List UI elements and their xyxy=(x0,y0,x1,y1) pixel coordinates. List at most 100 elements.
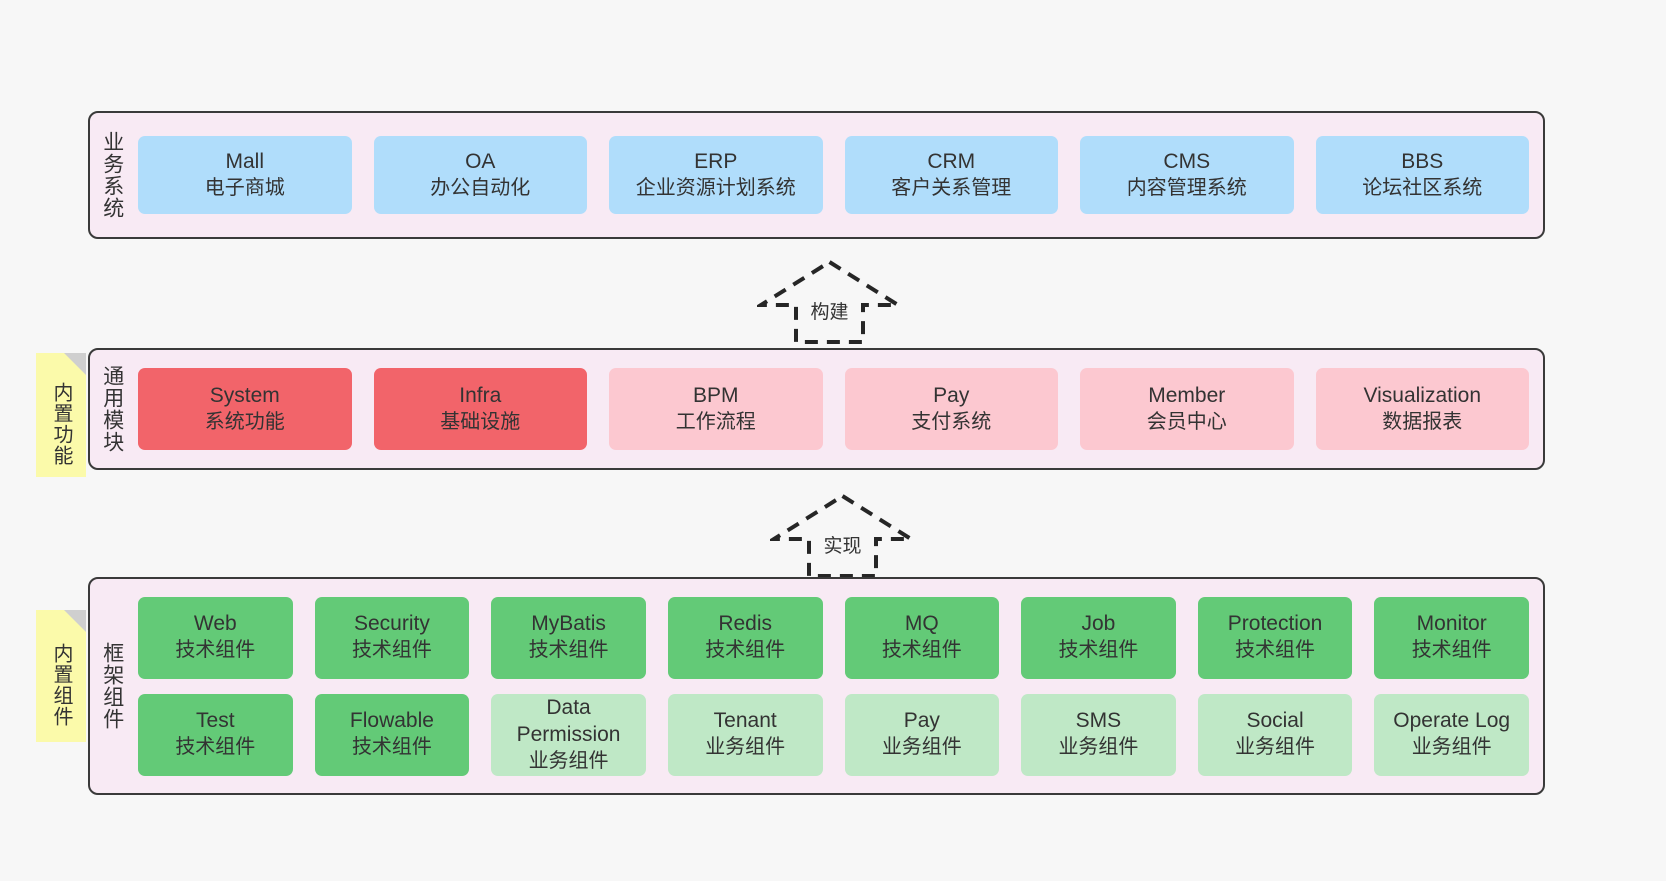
card-subtitle: 技术组件 xyxy=(881,639,962,662)
card-title: Tenant xyxy=(713,709,777,733)
layer-framework-components: 框架组件 Web 技术组件 Security 技术组件 MyBatis 技术组件… xyxy=(88,577,1545,795)
card-grid-modules: System 系统功能 Infra 基础设施 BPM 工作流程 Pay 支付系统… xyxy=(134,350,1543,468)
card-title: OA xyxy=(465,149,496,173)
card-mq[interactable]: MQ 技术组件 xyxy=(844,596,1000,679)
card-operate-log[interactable]: Operate Log 业务组件 xyxy=(1374,693,1529,776)
card-visualization[interactable]: Visualization 数据报表 xyxy=(1315,368,1529,450)
card-bbs[interactable]: BBS 论坛社区系统 xyxy=(1315,136,1529,214)
card-subtitle: 支付系统 xyxy=(911,410,992,433)
card-subtitle: 技术组件 xyxy=(1235,639,1316,662)
card-title: Operate Log xyxy=(1393,709,1511,733)
card-pay-business[interactable]: Pay 业务组件 xyxy=(844,693,1000,776)
card-subtitle: 技术组件 xyxy=(1058,639,1139,662)
card-sms[interactable]: SMS 业务组件 xyxy=(1021,693,1176,776)
card-title: CRM xyxy=(927,149,976,173)
card-title: Infra xyxy=(459,383,502,407)
card-subtitle: 办公自动化 xyxy=(430,176,531,199)
card-subtitle: 基础设施 xyxy=(440,410,521,433)
card-subtitle: 技术组件 xyxy=(1411,639,1492,662)
card-redis[interactable]: Redis 技术组件 xyxy=(667,596,823,679)
card-subtitle: 技术组件 xyxy=(351,639,432,662)
card-title: Visualization xyxy=(1363,383,1482,407)
card-subtitle: 数据报表 xyxy=(1382,410,1463,433)
layer-title-modules: 通用模块 xyxy=(100,365,124,453)
folded-corner-icon xyxy=(64,610,86,632)
card-web[interactable]: Web 技术组件 xyxy=(138,596,293,679)
card-subtitle: 论坛社区系统 xyxy=(1362,176,1483,199)
card-system[interactable]: System 系统功能 xyxy=(138,368,352,450)
layer-title-business: 业务系统 xyxy=(100,131,124,219)
card-oa[interactable]: OA 办公自动化 xyxy=(373,136,587,214)
card-subtitle: 内容管理系统 xyxy=(1126,176,1247,199)
card-subtitle: 系统功能 xyxy=(204,410,285,433)
card-title: Pay xyxy=(933,383,970,407)
card-mybatis[interactable]: MyBatis 技术组件 xyxy=(491,596,646,679)
card-title: Member xyxy=(1148,383,1226,407)
card-subtitle: 业务组件 xyxy=(1411,736,1492,759)
card-grid-business: Mall 电子商城 OA 办公自动化 ERP 企业资源计划系统 CRM 客户关系… xyxy=(134,113,1543,237)
block-arrow-realize-shape xyxy=(770,493,915,578)
card-title: System xyxy=(209,383,280,407)
layer-business-systems: 业务系统 Mall 电子商城 OA 办公自动化 ERP 企业资源计划系统 CRM… xyxy=(88,111,1545,239)
card-subtitle: 业务组件 xyxy=(528,749,609,772)
card-cms[interactable]: CMS 内容管理系统 xyxy=(1080,136,1294,214)
card-subtitle: 技术组件 xyxy=(705,639,786,662)
card-title: BPM xyxy=(692,383,739,407)
card-title: Data Permission xyxy=(516,695,621,746)
card-title: Mall xyxy=(225,149,264,173)
layer-common-modules: 通用模块 System 系统功能 Infra 基础设施 BPM 工作流程 Pay… xyxy=(88,348,1545,470)
card-subtitle: 业务组件 xyxy=(1058,736,1139,759)
sticky-note-label: 内置功能 xyxy=(50,382,72,466)
card-title: ERP xyxy=(694,149,738,173)
card-subtitle: 业务组件 xyxy=(705,736,786,759)
card-title: Pay xyxy=(903,709,940,733)
card-security[interactable]: Security 技术组件 xyxy=(314,596,470,679)
card-title: Security xyxy=(354,612,430,636)
card-pay[interactable]: Pay 支付系统 xyxy=(844,368,1058,450)
card-member[interactable]: Member 会员中心 xyxy=(1080,368,1294,450)
card-tenant[interactable]: Tenant 业务组件 xyxy=(667,693,823,776)
card-title: MQ xyxy=(904,612,939,636)
card-title: BBS xyxy=(1401,149,1444,173)
block-arrow-realize: 实现 xyxy=(770,492,915,580)
card-infra[interactable]: Infra 基础设施 xyxy=(373,368,587,450)
card-crm[interactable]: CRM 客户关系管理 xyxy=(844,136,1058,214)
card-job[interactable]: Job 技术组件 xyxy=(1021,596,1176,679)
card-protection[interactable]: Protection 技术组件 xyxy=(1197,596,1353,679)
card-title: SMS xyxy=(1075,709,1122,733)
card-data-permission[interactable]: Data Permission 业务组件 xyxy=(491,693,646,776)
card-subtitle: 技术组件 xyxy=(175,736,256,759)
card-subtitle: 会员中心 xyxy=(1146,410,1227,433)
sticky-note-builtin-components: 内置组件 xyxy=(36,610,86,742)
card-title: Flowable xyxy=(349,709,434,733)
card-title: Web xyxy=(193,612,237,636)
card-subtitle: 业务组件 xyxy=(1235,736,1316,759)
card-title: Monitor xyxy=(1416,612,1487,636)
card-monitor[interactable]: Monitor 技术组件 xyxy=(1374,596,1529,679)
card-subtitle: 业务组件 xyxy=(881,736,962,759)
layer-title-framework: 框架组件 xyxy=(100,642,124,730)
card-bpm[interactable]: BPM 工作流程 xyxy=(609,368,823,450)
card-test[interactable]: Test 技术组件 xyxy=(138,693,293,776)
card-title: Redis xyxy=(718,612,773,636)
block-arrow-build-shape xyxy=(757,259,902,344)
card-mall[interactable]: Mall 电子商城 xyxy=(138,136,352,214)
card-row: Web 技术组件 Security 技术组件 MyBatis 技术组件 Redi… xyxy=(138,596,1529,679)
card-grid-framework: Web 技术组件 Security 技术组件 MyBatis 技术组件 Redi… xyxy=(134,579,1543,793)
card-title: MyBatis xyxy=(531,612,606,636)
card-subtitle: 技术组件 xyxy=(351,736,432,759)
card-flowable[interactable]: Flowable 技术组件 xyxy=(314,693,470,776)
card-title: Protection xyxy=(1227,612,1323,636)
card-subtitle: 工作流程 xyxy=(675,410,756,433)
card-title: Job xyxy=(1081,612,1116,636)
card-social[interactable]: Social 业务组件 xyxy=(1197,693,1353,776)
card-erp[interactable]: ERP 企业资源计划系统 xyxy=(609,136,823,214)
card-title: CMS xyxy=(1163,149,1211,173)
card-row: Mall 电子商城 OA 办公自动化 ERP 企业资源计划系统 CRM 客户关系… xyxy=(138,136,1529,214)
block-arrow-build: 构建 xyxy=(757,258,902,346)
card-title: Social xyxy=(1246,709,1304,733)
sticky-note-builtin-features: 内置功能 xyxy=(36,353,86,477)
card-subtitle: 电子商城 xyxy=(204,176,285,199)
card-row: Test 技术组件 Flowable 技术组件 Data Permission … xyxy=(138,693,1529,776)
card-subtitle: 技术组件 xyxy=(528,639,609,662)
